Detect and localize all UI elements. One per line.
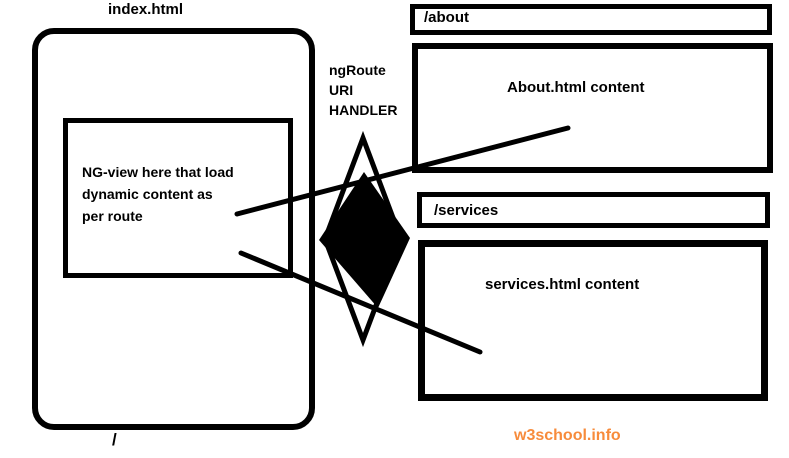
services-content-box [418, 240, 768, 401]
about-content-label: About.html content [507, 79, 645, 96]
uri-handler-caption-line: ngRoute [329, 62, 386, 78]
services-route-label: /services [434, 202, 499, 219]
index-window-title: index.html [108, 1, 184, 18]
watermark-text: w3school.info [514, 427, 621, 444]
ng-view-description: NG-view here that load dynamic content a… [82, 161, 234, 227]
about-route-label: /about [424, 9, 469, 26]
ng-view-description-line: per route [82, 208, 143, 224]
about-content-box [412, 43, 773, 173]
index-window-frame [32, 28, 315, 430]
ng-view-description-line: NG-view here that load [82, 164, 234, 180]
router-diamond-outline-icon [322, 130, 404, 348]
router-diamond-fill-icon [319, 172, 410, 308]
uri-handler-caption: ngRoute URI HANDLER [329, 60, 397, 120]
about-route-bar [410, 4, 772, 35]
services-content-label: services.html content [485, 276, 640, 293]
uri-handler-caption-line: HANDLER [329, 102, 398, 118]
ng-view-description-line: dynamic content as [82, 186, 213, 202]
uri-handler-caption-line: URI [329, 82, 354, 98]
root-route-label: / [112, 430, 117, 449]
